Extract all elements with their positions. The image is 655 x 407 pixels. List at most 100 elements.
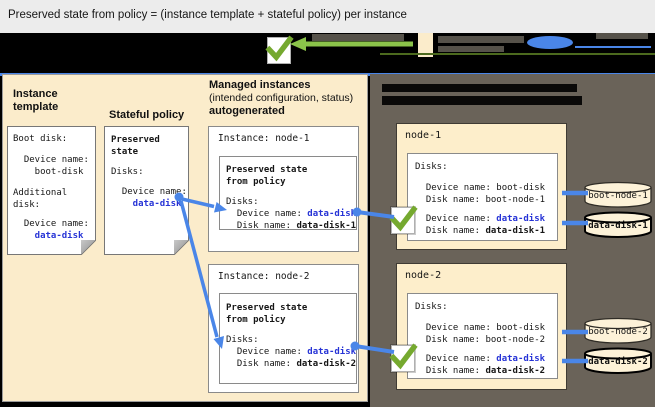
device-line: Device name: data-disk [226, 346, 356, 358]
boot-disk-line: Disk name: boot-node-2 [415, 335, 546, 345]
check-icon [389, 205, 418, 232]
node-name: node-2 [405, 270, 442, 281]
applied-checkbox-node-1 [389, 205, 418, 234]
disk-label: boot-node-1 [588, 191, 648, 201]
disk-label: Disk name: [226, 221, 297, 231]
preserved-from-policy-1: Preserved state [226, 303, 308, 313]
boot-disk-label: Boot disk: [13, 134, 68, 144]
node-name: node-1 [405, 130, 442, 141]
data-device-value: data-disk [496, 354, 546, 364]
legend-text-redacted-3 [438, 46, 504, 52]
data-device-label: Device name: [13, 219, 89, 229]
boot-device-label: Device name: [13, 155, 89, 165]
disks-box: Disks: Device name: boot-disk Disk name:… [407, 153, 558, 241]
disk-cylinder-boot-node-1: boot-node-1 [583, 181, 653, 209]
vm-card-node-1: node-1 Disks: Device name: boot-disk Dis… [396, 123, 567, 250]
legend-text-redacted-2 [438, 36, 524, 43]
legend-disk-icon [527, 36, 573, 49]
data-disk-value: data-disk-1 [485, 226, 546, 236]
preserved-state-box: Preserved state from policy Disks: Devic… [219, 156, 357, 232]
data-device-label: Device name: [415, 214, 497, 224]
stateful-policy-card: Preserved state Disks: Device name: data… [104, 126, 189, 255]
managed-instance-card-node-1: Instance: node-1 Preserved state from po… [208, 126, 359, 252]
device-value: data-disk [307, 347, 357, 357]
disk-icon [584, 181, 652, 208]
disk-label: data-disk-1 [588, 221, 648, 231]
disks-label: Disks: [226, 197, 259, 207]
managed-heading-line2: (intended configuration, status) [209, 92, 354, 104]
panel-heading-redacted-1 [382, 84, 577, 92]
disk-icon [584, 211, 652, 238]
disk-cylinder-data-disk-2: data-disk-2 [583, 347, 653, 375]
vm-card-node-2: node-2 Disks: Device name: boot-disk Dis… [396, 263, 567, 390]
data-device-line: Device name: data-disk [415, 353, 557, 365]
disks-label: Disks: [415, 302, 448, 312]
disk-icon [584, 317, 652, 344]
disk-label: data-disk-2 [588, 357, 648, 367]
preserved-state-box: Preserved state from policy Disks: Devic… [219, 293, 357, 384]
managed-heading-line3: autogenerated [209, 105, 285, 117]
data-device-label: Device name: [415, 354, 497, 364]
panel-heading-redacted-2 [382, 96, 582, 105]
data-disk-value: data-disk-2 [485, 366, 546, 376]
disk-cylinder-data-disk-1: data-disk-1 [583, 211, 653, 239]
device-label: Device name: [226, 209, 308, 219]
policy-device-label: Device name: [111, 187, 187, 197]
instance-title: Instance: node-2 [218, 271, 310, 282]
data-disk-line: Disk name: data-disk-2 [415, 365, 557, 377]
disk-label: boot-node-2 [588, 327, 648, 337]
disk-label: Disk name: [226, 359, 297, 369]
device-label: Device name: [226, 347, 308, 357]
stateful-policy-heading: Stateful policy [109, 109, 185, 121]
managed-instances-heading: Managed instances (intended configuratio… [209, 79, 367, 118]
additional-disk-label-1: Additional [13, 188, 68, 198]
data-disk-label: Disk name: [415, 226, 486, 236]
actual-state-panel: node-1 Disks: Device name: boot-disk Dis… [370, 74, 655, 407]
disk-value: data-disk-1 [296, 221, 357, 231]
boot-device-line: Device name: boot-disk [415, 183, 546, 193]
disks-label: Disks: [226, 335, 259, 345]
preserved-from-policy-1: Preserved state [226, 165, 308, 175]
boot-device-value: boot-disk [13, 167, 84, 177]
policy-disks-label: Disks: [111, 167, 144, 177]
title-bar: Preserved state from policy = (instance … [0, 0, 655, 33]
disks-label: Disks: [415, 162, 448, 172]
intended-config-panel: Instance template Stateful policy Manage… [2, 74, 368, 402]
instance-template-card: Boot disk: Device name: boot-disk Additi… [7, 126, 96, 255]
disk-icon [584, 347, 652, 374]
disk-line: Disk name: data-disk-1 [226, 220, 356, 232]
device-line: Device name: data-disk [226, 208, 356, 220]
preserved-from-policy-2: from policy [226, 315, 286, 325]
device-value: data-disk [307, 209, 357, 219]
legend-green-line [380, 53, 655, 55]
managed-instance-card-node-2: Instance: node-2 Preserved state from po… [208, 264, 359, 393]
legend-text-redacted-4 [596, 33, 648, 39]
policy-device-value: data-disk [111, 199, 182, 209]
data-disk-label: Disk name: [415, 366, 486, 376]
boot-disk-line: Disk name: boot-node-1 [415, 195, 546, 205]
boot-device-line: Device name: boot-disk [415, 323, 546, 333]
check-icon [265, 35, 294, 62]
managed-heading-line1: Managed instances [209, 79, 311, 91]
disk-value: data-disk-2 [296, 359, 357, 369]
disk-cylinder-boot-node-2: boot-node-2 [583, 317, 653, 345]
additional-disk-label-2: disk: [13, 200, 41, 210]
instance-template-heading: Instance template [13, 88, 59, 113]
data-device-line: Device name: data-disk [415, 213, 557, 225]
legend-bar [0, 33, 655, 76]
data-disk-line: Disk name: data-disk-1 [415, 225, 557, 237]
legend-cream-swatch [418, 33, 433, 57]
data-device-value: data-disk [496, 214, 546, 224]
preserved-state-label-1: Preserved [111, 135, 160, 145]
instance-title: Instance: node-1 [218, 133, 310, 144]
diagram-title: Preserved state from policy = (instance … [8, 9, 407, 21]
preserved-from-policy-2: from policy [226, 177, 286, 187]
applied-checkbox-node-2 [389, 343, 418, 372]
data-device-value: data-disk [13, 231, 84, 241]
legend-checkbox [265, 35, 294, 64]
legend-blue-line-thin [575, 46, 651, 48]
disks-box: Disks: Device name: boot-disk Disk name:… [407, 293, 558, 379]
legend-text-redacted-1 [312, 34, 404, 41]
disk-line: Disk name: data-disk-2 [226, 358, 356, 370]
